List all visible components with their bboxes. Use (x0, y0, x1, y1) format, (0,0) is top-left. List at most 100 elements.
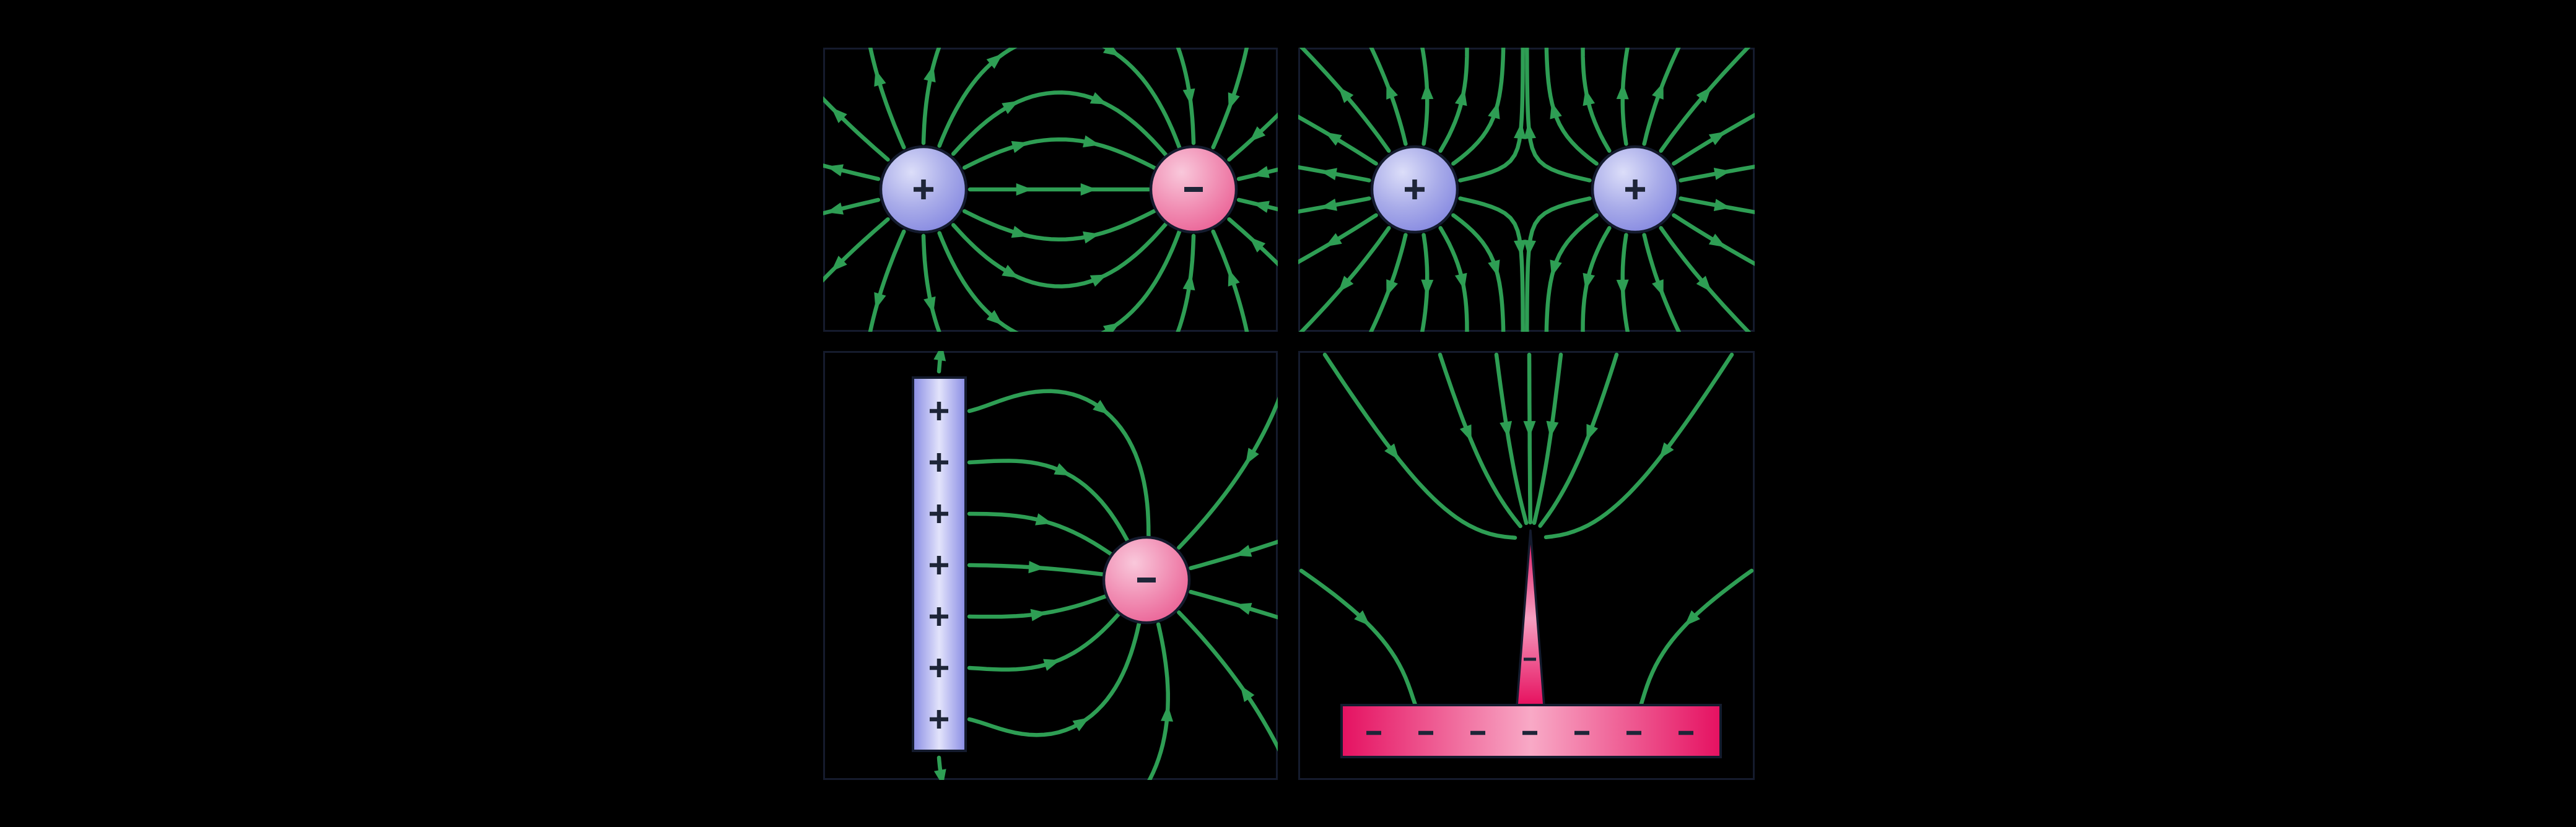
field-arrowhead (1325, 132, 1342, 146)
field-line (1227, 112, 1278, 162)
field-arrowhead (1011, 225, 1029, 238)
field-lines (823, 48, 1278, 332)
field-arrowhead (826, 164, 844, 176)
panel-negative-plate-with-spike (1298, 351, 1755, 780)
field-line (1176, 48, 1196, 145)
field-line (1538, 352, 1619, 528)
field-arrowhead (831, 107, 847, 123)
field-line (1639, 568, 1754, 708)
field-arrowhead (1002, 264, 1019, 279)
field-line (1438, 352, 1522, 529)
field-arrowhead (1384, 443, 1399, 461)
field-arrowhead (933, 351, 946, 362)
field-arrowhead (1252, 201, 1270, 213)
field-arrowhead (1696, 87, 1712, 103)
panel-border (823, 351, 1278, 780)
field-line (962, 209, 1157, 242)
field-arrowhead (923, 65, 936, 83)
field-arrowhead (1240, 685, 1255, 703)
field-arrowhead (1583, 272, 1596, 290)
negative-charge (1149, 145, 1238, 234)
panel-border (1298, 351, 1755, 780)
panel-border (823, 48, 1278, 332)
field-arrowhead (1550, 259, 1562, 277)
field-arrowhead (1093, 399, 1109, 415)
field-arrowhead (1454, 89, 1467, 106)
field-line (962, 137, 1157, 170)
field-arrowhead (1245, 448, 1259, 465)
field-line (1494, 352, 1529, 526)
field-line (823, 96, 890, 162)
field-arrowhead (874, 69, 886, 87)
field-arrowhead (1161, 705, 1174, 722)
field-arrowhead (1234, 602, 1252, 615)
field-arrowhead (1500, 421, 1512, 438)
field-arrowhead (1386, 82, 1398, 100)
field-arrowhead (1454, 272, 1467, 290)
positive-charge (1370, 145, 1459, 234)
field-lines (1299, 352, 1754, 708)
field-arrowhead (1459, 424, 1472, 442)
field-arrowhead (1102, 323, 1120, 332)
field-line (937, 229, 1182, 332)
field-arrowhead (1102, 48, 1120, 56)
panel-two-positive-charges (1298, 48, 1755, 332)
field-arrowhead (1320, 198, 1337, 211)
field-arrowhead (1546, 420, 1559, 438)
field-arrowhead (826, 202, 844, 215)
field-line (1527, 352, 1532, 525)
field-arrowhead (1228, 269, 1240, 287)
field-arrowhead (1708, 233, 1726, 248)
field-line (1227, 217, 1278, 267)
field-arrowhead (1338, 275, 1354, 292)
field-lines (1298, 48, 1755, 332)
field-arrowhead (1713, 199, 1731, 211)
negative-plate (1340, 704, 1722, 758)
field-arrowhead (1421, 279, 1434, 296)
field-line (951, 222, 1168, 288)
field-line (951, 90, 1168, 157)
field-line (1211, 48, 1249, 150)
field-arrowhead (1182, 274, 1195, 291)
field-arrowhead (1421, 83, 1434, 100)
field-arrowhead (1035, 513, 1052, 526)
field-arrowhead (1514, 240, 1526, 257)
positive-charge (879, 145, 968, 234)
field-line (1322, 352, 1517, 540)
field-arrowhead (1228, 92, 1240, 110)
field-arrowhead (1016, 183, 1033, 196)
field-arrowhead (1713, 168, 1731, 180)
plus-sign (930, 710, 948, 729)
field-arrowhead (1616, 279, 1629, 296)
field-arrowhead (1550, 102, 1562, 119)
field-arrowhead (1652, 82, 1664, 100)
field-arrowhead (1652, 279, 1664, 297)
field-arrowhead (1089, 274, 1107, 287)
plus-sign (930, 453, 948, 472)
positive-plate (912, 376, 967, 752)
field-arrowhead (1030, 608, 1047, 621)
field-arrowhead (1524, 122, 1536, 139)
field-line (868, 48, 906, 150)
field-arrowhead (1488, 259, 1500, 277)
field-arrowhead (1386, 279, 1398, 297)
plus-sign (930, 659, 948, 677)
field-line (1211, 229, 1249, 332)
field-arrowhead (1089, 92, 1107, 105)
field-arrowhead (831, 256, 847, 272)
field-arrowhead (874, 292, 886, 310)
field-arrowhead (1234, 545, 1252, 557)
field-arrowhead (1002, 100, 1019, 115)
field-arrowhead (986, 310, 1003, 326)
field-line (823, 163, 881, 181)
field-arrowhead (1028, 561, 1046, 574)
field-arrowhead (1325, 233, 1342, 247)
field-arrowhead (1249, 236, 1266, 253)
field-line (921, 233, 941, 332)
field-arrowhead (1696, 275, 1712, 292)
field-arrowhead (1182, 88, 1195, 105)
field-arrowhead (1249, 126, 1266, 142)
field-line (868, 229, 906, 332)
field-line (921, 48, 941, 145)
